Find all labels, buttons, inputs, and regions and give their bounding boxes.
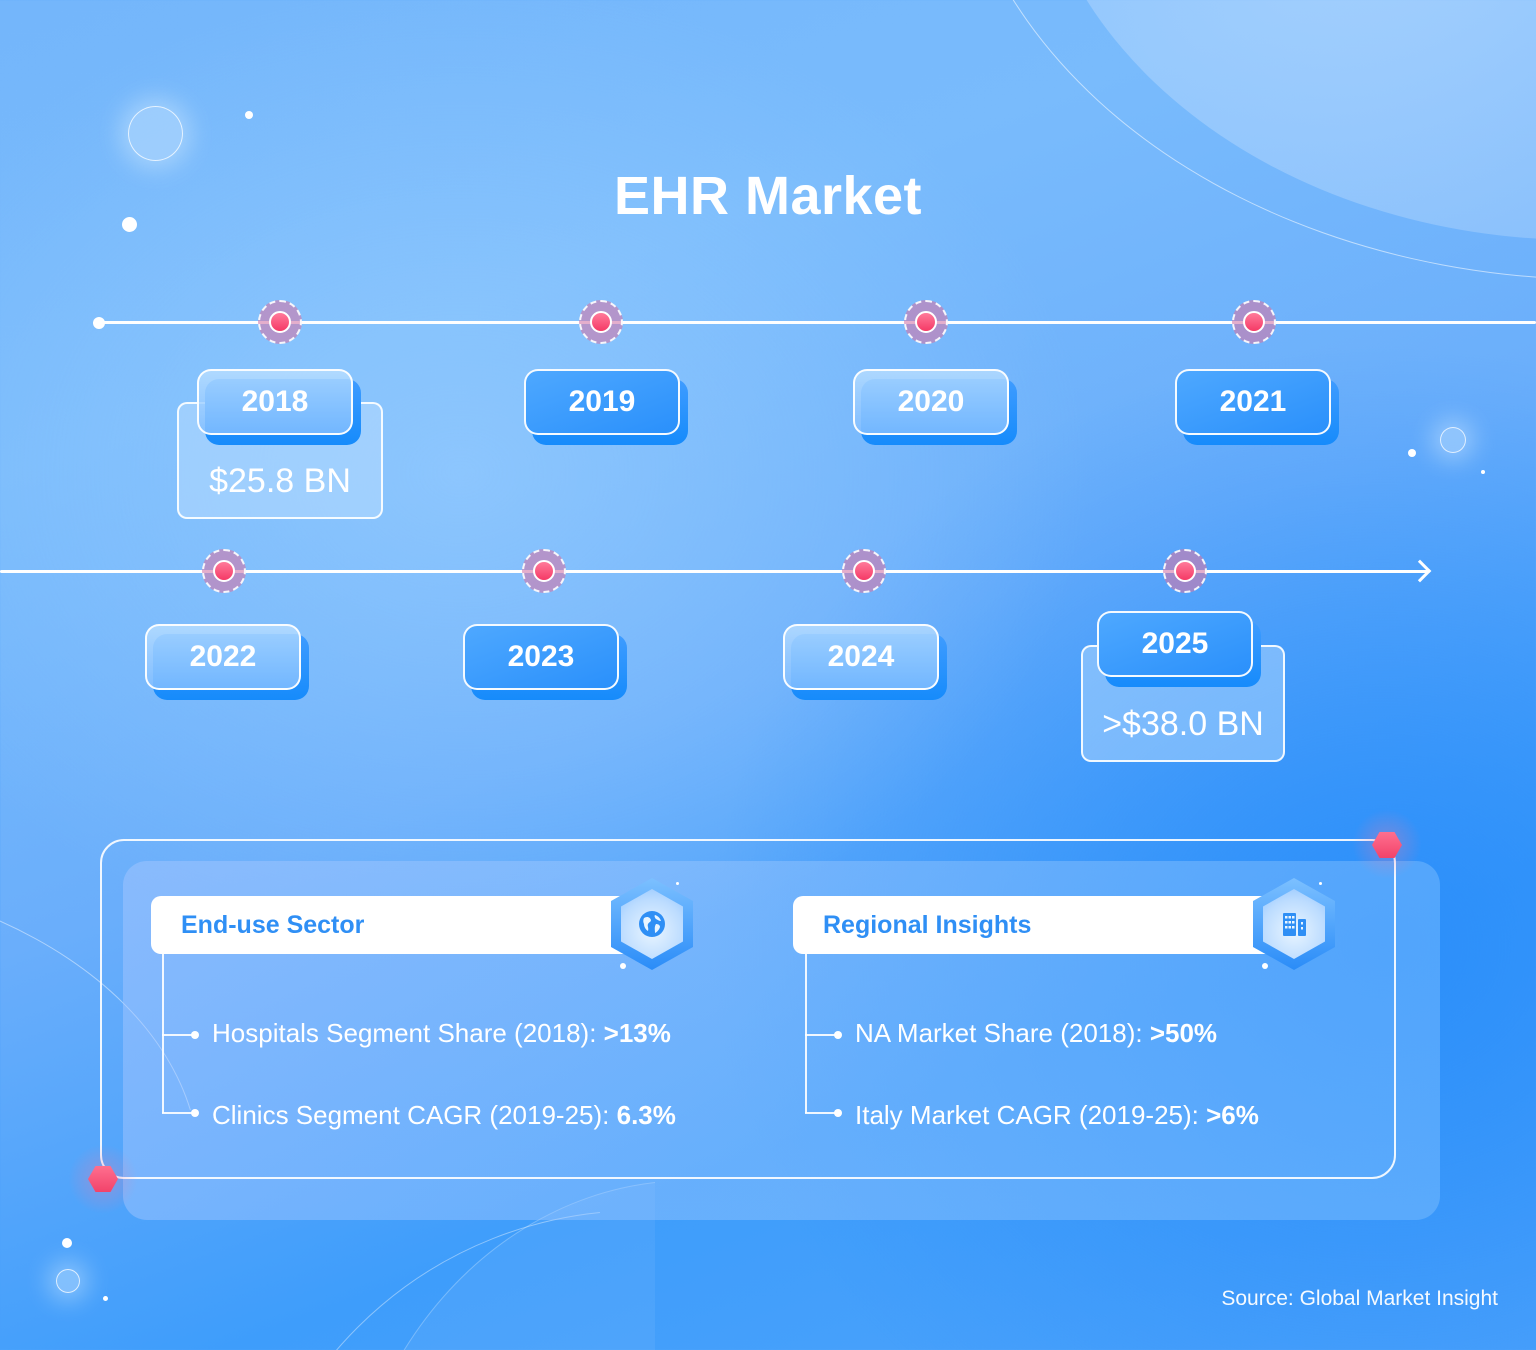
stat-label: NA Market Share (2018): (855, 1018, 1150, 1048)
year-badge-2019: 2019 (524, 369, 688, 445)
source-caption: Source: Global Market Insight (1221, 1287, 1498, 1310)
section-title: End-use Sector (181, 910, 365, 939)
tree-connector (805, 1112, 837, 1114)
stat-value: 6.3% (616, 1100, 676, 1130)
timeline-marker-2020 (904, 300, 948, 344)
tree-connector (162, 953, 164, 1113)
stat-label: Hospitals Segment Share (2018): (212, 1018, 604, 1048)
year-badge-2018: 2018 (197, 369, 361, 445)
bullet-dot (834, 1109, 842, 1117)
decorative-arc-line (950, 0, 1536, 280)
decorative-dot (1408, 449, 1416, 457)
year-badge-2021: 2021 (1175, 369, 1339, 445)
stat-value: >13% (603, 1018, 671, 1048)
timeline-marker-2025 (1163, 549, 1207, 593)
decorative-dot (62, 1238, 72, 1248)
stat-label: Clinics Segment CAGR (2019-25): (212, 1100, 617, 1130)
globe-icon-badge-inner (621, 889, 683, 959)
stat-value: >50% (1149, 1018, 1218, 1048)
value-2025: >$38.0 BN (1102, 705, 1264, 743)
year-badge-2024: 2024 (783, 624, 947, 700)
decorative-dot (103, 1296, 108, 1301)
decorative-dot (122, 217, 137, 232)
buildings-icon-badge-inner (1263, 889, 1325, 959)
decorative-dot (1319, 882, 1322, 885)
tree-connector (805, 1034, 837, 1036)
stat-italy-cagr: Italy Market CAGR (2019-25): >6% (855, 1100, 1259, 1131)
year-badge-2025: 2025 (1097, 611, 1261, 687)
year-label: 2022 (145, 624, 301, 690)
buildings-icon (1283, 913, 1306, 936)
decorative-dot (245, 111, 253, 119)
decorative-bubble (56, 1269, 80, 1293)
timeline-marker-2018 (258, 300, 302, 344)
year-label: 2020 (853, 369, 1009, 435)
section-header-end-use: End-use Sector (151, 896, 641, 954)
stat-value: >6% (1206, 1100, 1259, 1130)
tree-connector (162, 1034, 194, 1036)
year-label: 2024 (783, 624, 939, 690)
timeline-marker-2022 (202, 549, 246, 593)
decorative-bubble (128, 106, 183, 161)
arrow-right-icon (1408, 559, 1432, 583)
timeline-marker-2023 (522, 549, 566, 593)
year-label: 2021 (1175, 369, 1331, 435)
section-header-regional: Regional Insights (793, 896, 1283, 954)
timeline-marker-2021 (1232, 300, 1276, 344)
stat-hospitals-share: Hospitals Segment Share (2018): >13% (212, 1018, 671, 1049)
year-badge-2022: 2022 (145, 624, 309, 700)
timeline-line-row2 (0, 570, 1430, 573)
page-title: EHR Market (613, 166, 923, 226)
decorative-dot (1262, 963, 1268, 969)
year-label: 2023 (463, 624, 619, 690)
insights-panel-outline (100, 839, 1396, 1179)
decorative-dot (620, 963, 626, 969)
year-badge-2020: 2020 (853, 369, 1017, 445)
tree-connector (805, 953, 807, 1113)
year-badge-2023: 2023 (463, 624, 627, 700)
decorative-dot (1481, 470, 1485, 474)
bullet-dot (191, 1109, 199, 1117)
hexagon-icon (88, 1166, 118, 1192)
timeline-line-row1 (99, 321, 1536, 324)
decorative-bubble (1440, 427, 1466, 453)
section-title: Regional Insights (823, 910, 1032, 939)
value-2018: $25.8 BN (209, 462, 351, 500)
decorative-dot (676, 882, 679, 885)
stat-label: Italy Market CAGR (2019-25): (855, 1100, 1207, 1130)
year-label: 2019 (524, 369, 680, 435)
tree-connector (162, 1112, 194, 1114)
year-label: 2025 (1097, 611, 1253, 677)
bullet-dot (834, 1031, 842, 1039)
stat-clinics-cagr: Clinics Segment CAGR (2019-25): 6.3% (212, 1100, 676, 1131)
stat-na-share: NA Market Share (2018): >50% (855, 1018, 1217, 1049)
timeline-marker-2019 (579, 300, 623, 344)
bullet-dot (191, 1031, 199, 1039)
timeline-marker-2024 (842, 549, 886, 593)
year-label: 2018 (197, 369, 353, 435)
globe-icon (639, 911, 665, 937)
